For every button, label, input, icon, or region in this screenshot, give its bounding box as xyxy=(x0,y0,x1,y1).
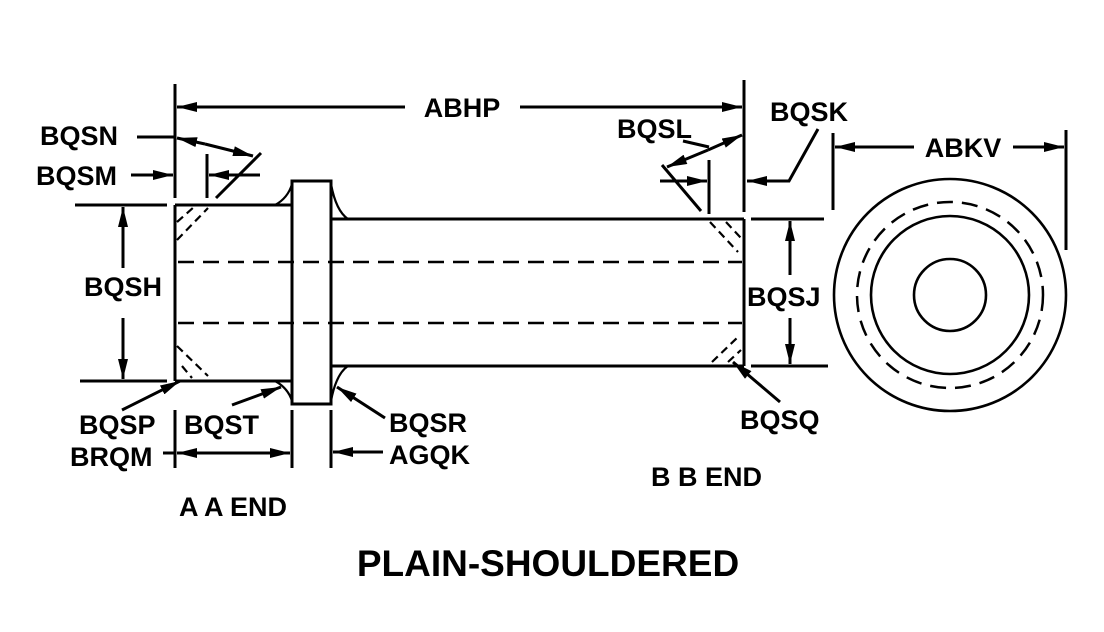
label-abkv: ABKV xyxy=(925,133,1002,163)
dimension-bqsj: BQSJ xyxy=(747,221,821,364)
end-view-body-circle xyxy=(869,214,1031,376)
a-end-fillet-bottom xyxy=(274,380,294,402)
label-bqsp: BQSP xyxy=(79,410,156,440)
label-bqsr: BQSR xyxy=(389,408,467,438)
dimension-bqst: BQST xyxy=(184,385,282,440)
b-end-chamfer-hidden-bottom xyxy=(711,335,742,363)
end-view-hidden-circle xyxy=(855,200,1045,390)
dimension-bqsn: BQSN xyxy=(40,121,263,200)
drawing-title: PLAIN-SHOULDERED xyxy=(357,543,739,584)
dimension-abkv: ABKV xyxy=(835,133,1064,163)
a-end-label: A A END xyxy=(179,492,287,522)
a-end-chamfer-hidden-bottom xyxy=(176,345,209,379)
end-view-bore-circle xyxy=(912,257,988,333)
label-bqsh: BQSH xyxy=(84,272,162,302)
dimension-bqsm: BQSM xyxy=(36,161,260,191)
dimension-bqsr: BQSR xyxy=(336,385,467,438)
b-end-chamfer-hidden-top xyxy=(709,221,742,253)
dimension-bqsq: BQSQ xyxy=(732,360,820,435)
label-agqk: AGQK xyxy=(389,440,471,470)
a-end-fillet-top xyxy=(274,183,294,206)
label-bqsq: BQSQ xyxy=(740,405,820,435)
a-end-outline xyxy=(173,203,292,383)
label-bqsl: BQSL xyxy=(617,114,692,144)
dimension-bqsk: BQSK xyxy=(747,97,849,186)
label-abhp: ABHP xyxy=(424,93,501,123)
label-bqsk: BQSK xyxy=(770,97,849,127)
dimension-bqsh: BQSH xyxy=(84,207,162,379)
label-bqsn: BQSN xyxy=(40,121,118,151)
extension-lines xyxy=(75,80,1068,468)
b-end-outline xyxy=(331,217,746,368)
side-view xyxy=(173,179,746,406)
label-bqst: BQST xyxy=(184,410,260,440)
dimension-bqsl: BQSL xyxy=(617,114,743,212)
dimension-abhp: ABHP xyxy=(177,93,742,123)
label-brqm: BRQM xyxy=(70,442,153,472)
shoulder-flange xyxy=(290,179,333,406)
b-end-label: B B END xyxy=(651,462,762,492)
end-view-outer-circle xyxy=(832,177,1068,413)
dimension-brqm: BRQM xyxy=(70,442,290,472)
dimension-agqk: AGQK xyxy=(333,440,471,470)
a-end-chamfer-hidden-top xyxy=(176,206,209,241)
label-bqsj: BQSJ xyxy=(747,282,821,312)
dimension-bqsp: BQSP xyxy=(79,379,181,440)
end-view xyxy=(832,177,1068,413)
label-bqsm: BQSM xyxy=(36,161,117,191)
b-end-fillet-top xyxy=(329,183,349,220)
b-end-fillet-bottom xyxy=(329,365,349,402)
